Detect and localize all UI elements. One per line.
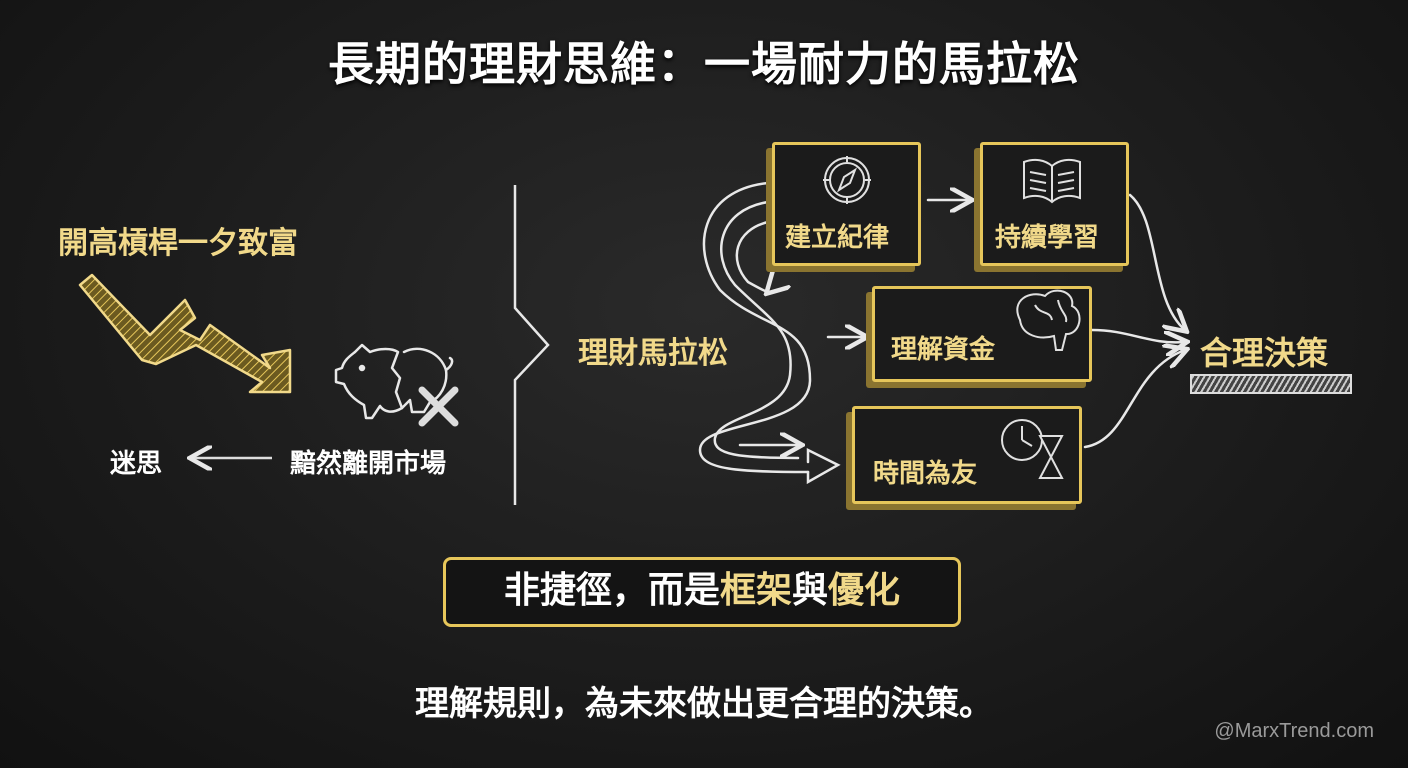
watermark: @MarxTrend.com	[1214, 720, 1374, 742]
step-label: 建立紀律	[785, 223, 890, 253]
callout-box: 非捷徑，而是框架與優化	[443, 557, 961, 627]
x-mark-icon	[418, 386, 459, 427]
callout-highlight-framework: 框架	[719, 570, 792, 611]
step-label: 持續學習	[995, 223, 1100, 253]
arrow-step3-to-outcome	[1090, 328, 1185, 342]
myth-label: 迷思	[110, 449, 163, 479]
step-label: 理解資金	[891, 335, 996, 365]
callout-highlight-optimization: 優化	[828, 570, 901, 611]
arrow-step2-to-outcome	[1128, 193, 1185, 330]
subtitle: 理解規則，為未來做出更合理的決策。	[415, 684, 993, 724]
marathon-label: 理財馬拉松	[578, 336, 728, 371]
page-title: 長期的理財思維：一場耐力的馬拉松	[328, 37, 1080, 91]
arrow-step4-to-outcome	[1083, 350, 1185, 449]
step-label: 時間為友	[873, 459, 978, 489]
callout-text-2: 與	[792, 570, 829, 611]
step-box-discipline: 建立紀律	[772, 142, 921, 266]
winding-road-arrows-icon	[698, 181, 841, 485]
step-box-capital: 理解資金	[872, 286, 1092, 382]
bracket-divider	[513, 185, 550, 505]
outcome-underline	[1190, 374, 1352, 394]
callout-text-1: 非捷徑，而是	[503, 570, 720, 611]
outcome-label: 合理決策	[1200, 334, 1329, 372]
step-box-learning: 持續學習	[980, 142, 1129, 266]
zigzag-down-arrow-icon	[78, 273, 292, 394]
exit-market-label: 黯然離開市場	[290, 449, 447, 479]
step-box-time: 時間為友	[852, 406, 1082, 504]
myth-headline: 開高槓桿一夕致富	[58, 226, 298, 261]
